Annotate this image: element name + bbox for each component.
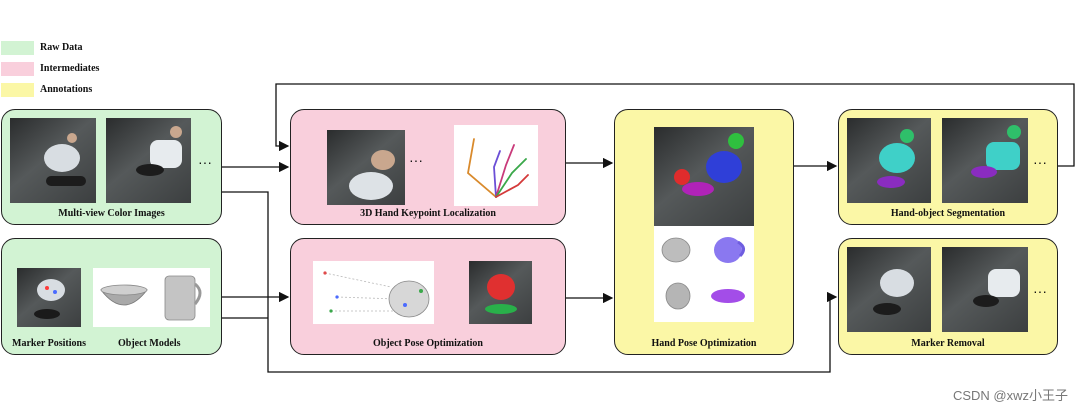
line-multiview-down — [222, 191, 838, 373]
object-models-caption: Object Models — [118, 338, 181, 349]
marker-removal-box: ··· Marker Removal — [838, 238, 1058, 355]
keypoint-input-image — [327, 130, 405, 205]
legend-swatch-raw-data — [1, 41, 34, 55]
multiview-images-box: ··· Multi-view Color Images — [1, 109, 222, 225]
legend-swatch-intermediates — [1, 62, 34, 76]
multiview-ellipsis: ··· — [198, 154, 212, 170]
keypoint-skeleton-image — [454, 125, 538, 206]
segmentation-image-2 — [942, 118, 1028, 203]
keypoint-caption: 3D Hand Keypoint Localization — [360, 208, 496, 219]
multiview-image-1 — [10, 118, 96, 203]
watermark: CSDN @xwz小王子 — [952, 388, 1068, 403]
object-pose-box: Object Pose Optimization — [290, 238, 566, 355]
marker-removal-image-1 — [847, 247, 931, 332]
hand-pose-render-image — [654, 127, 754, 226]
object-pose-caption: Object Pose Optimization — [373, 338, 483, 349]
keypoint-ellipsis: ··· — [409, 152, 423, 168]
hand-pose-box: Hand Pose Optimization — [614, 109, 794, 355]
object-models-image — [93, 268, 210, 327]
marker-removal-ellipsis: ··· — [1033, 283, 1047, 299]
legend-swatch-annotations — [1, 83, 34, 97]
hand-pose-caption: Hand Pose Optimization — [651, 338, 757, 349]
segmentation-ellipsis: ··· — [1033, 154, 1047, 170]
segmentation-image-1 — [847, 118, 931, 203]
marker-positions-caption: Marker Positions — [12, 338, 86, 349]
arrow-feedback-loop — [275, 83, 1075, 167]
multiview-image-2 — [106, 118, 191, 203]
marker-positions-image — [17, 268, 81, 327]
keypoint-localization-box: ··· 3D Hand Keypoint Localization — [290, 109, 566, 225]
segmentation-box: ··· Hand-object Segmentation — [838, 109, 1058, 225]
legend-label-intermediates: Intermediates — [40, 63, 100, 74]
legend-label-annotations: Annotations — [40, 84, 93, 95]
multiview-caption: Multi-view Color Images — [58, 208, 165, 219]
segmentation-caption: Hand-object Segmentation — [890, 208, 1006, 219]
legend-label-raw-data: Raw Data — [40, 42, 83, 53]
marker-models-box: Marker Positions Object Models — [1, 238, 222, 355]
marker-removal-caption: Marker Removal — [911, 338, 985, 349]
object-pose-fit-image — [313, 261, 434, 324]
marker-removal-image-2 — [942, 247, 1028, 332]
object-pose-result-image — [469, 261, 532, 324]
hand-pose-meshes-image — [654, 226, 754, 322]
